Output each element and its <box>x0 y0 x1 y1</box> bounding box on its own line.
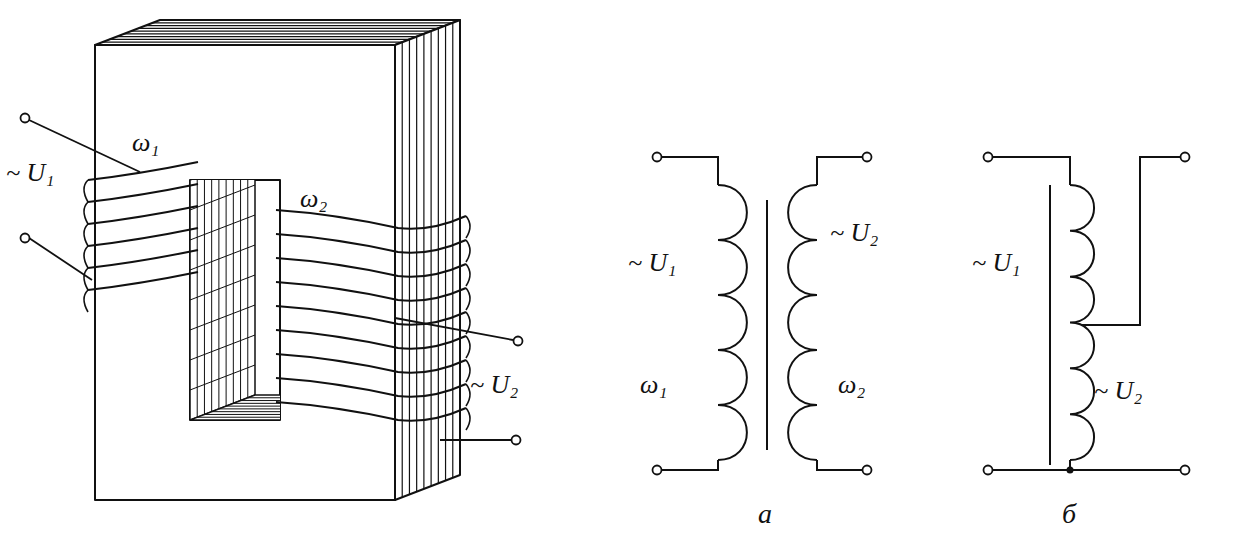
primary-winding <box>84 162 198 312</box>
core-front-face <box>95 45 395 500</box>
voltage-label: ~ U₁ <box>628 250 676 276</box>
terminal <box>21 114 523 445</box>
winding-label: ω₂ <box>300 186 327 212</box>
window-inner <box>190 180 280 420</box>
junction-dot <box>1067 467 1074 474</box>
terminal <box>653 153 872 475</box>
voltage-label: ~ U₂ <box>830 220 878 246</box>
secondary-winding <box>276 210 470 430</box>
terminal <box>984 153 1190 475</box>
voltage-label: ~ U₂ <box>1094 378 1142 404</box>
core-side-face <box>395 20 460 500</box>
schematic-a <box>661 157 863 470</box>
winding-leads <box>29 120 513 440</box>
figure-caption: а <box>758 500 772 528</box>
winding-label: ω₁ <box>132 130 159 156</box>
voltage-label: ~ U₁ <box>6 160 54 186</box>
voltage-label: ~ U₂ <box>470 372 518 398</box>
winding-label: ω₂ <box>838 372 865 398</box>
winding-label: ω₁ <box>640 372 667 398</box>
voltage-label: ~ U₁ <box>972 250 1020 276</box>
schematic-b <box>992 157 1181 470</box>
lamination-lines <box>102 23 453 497</box>
figure-caption: б <box>1062 500 1076 528</box>
